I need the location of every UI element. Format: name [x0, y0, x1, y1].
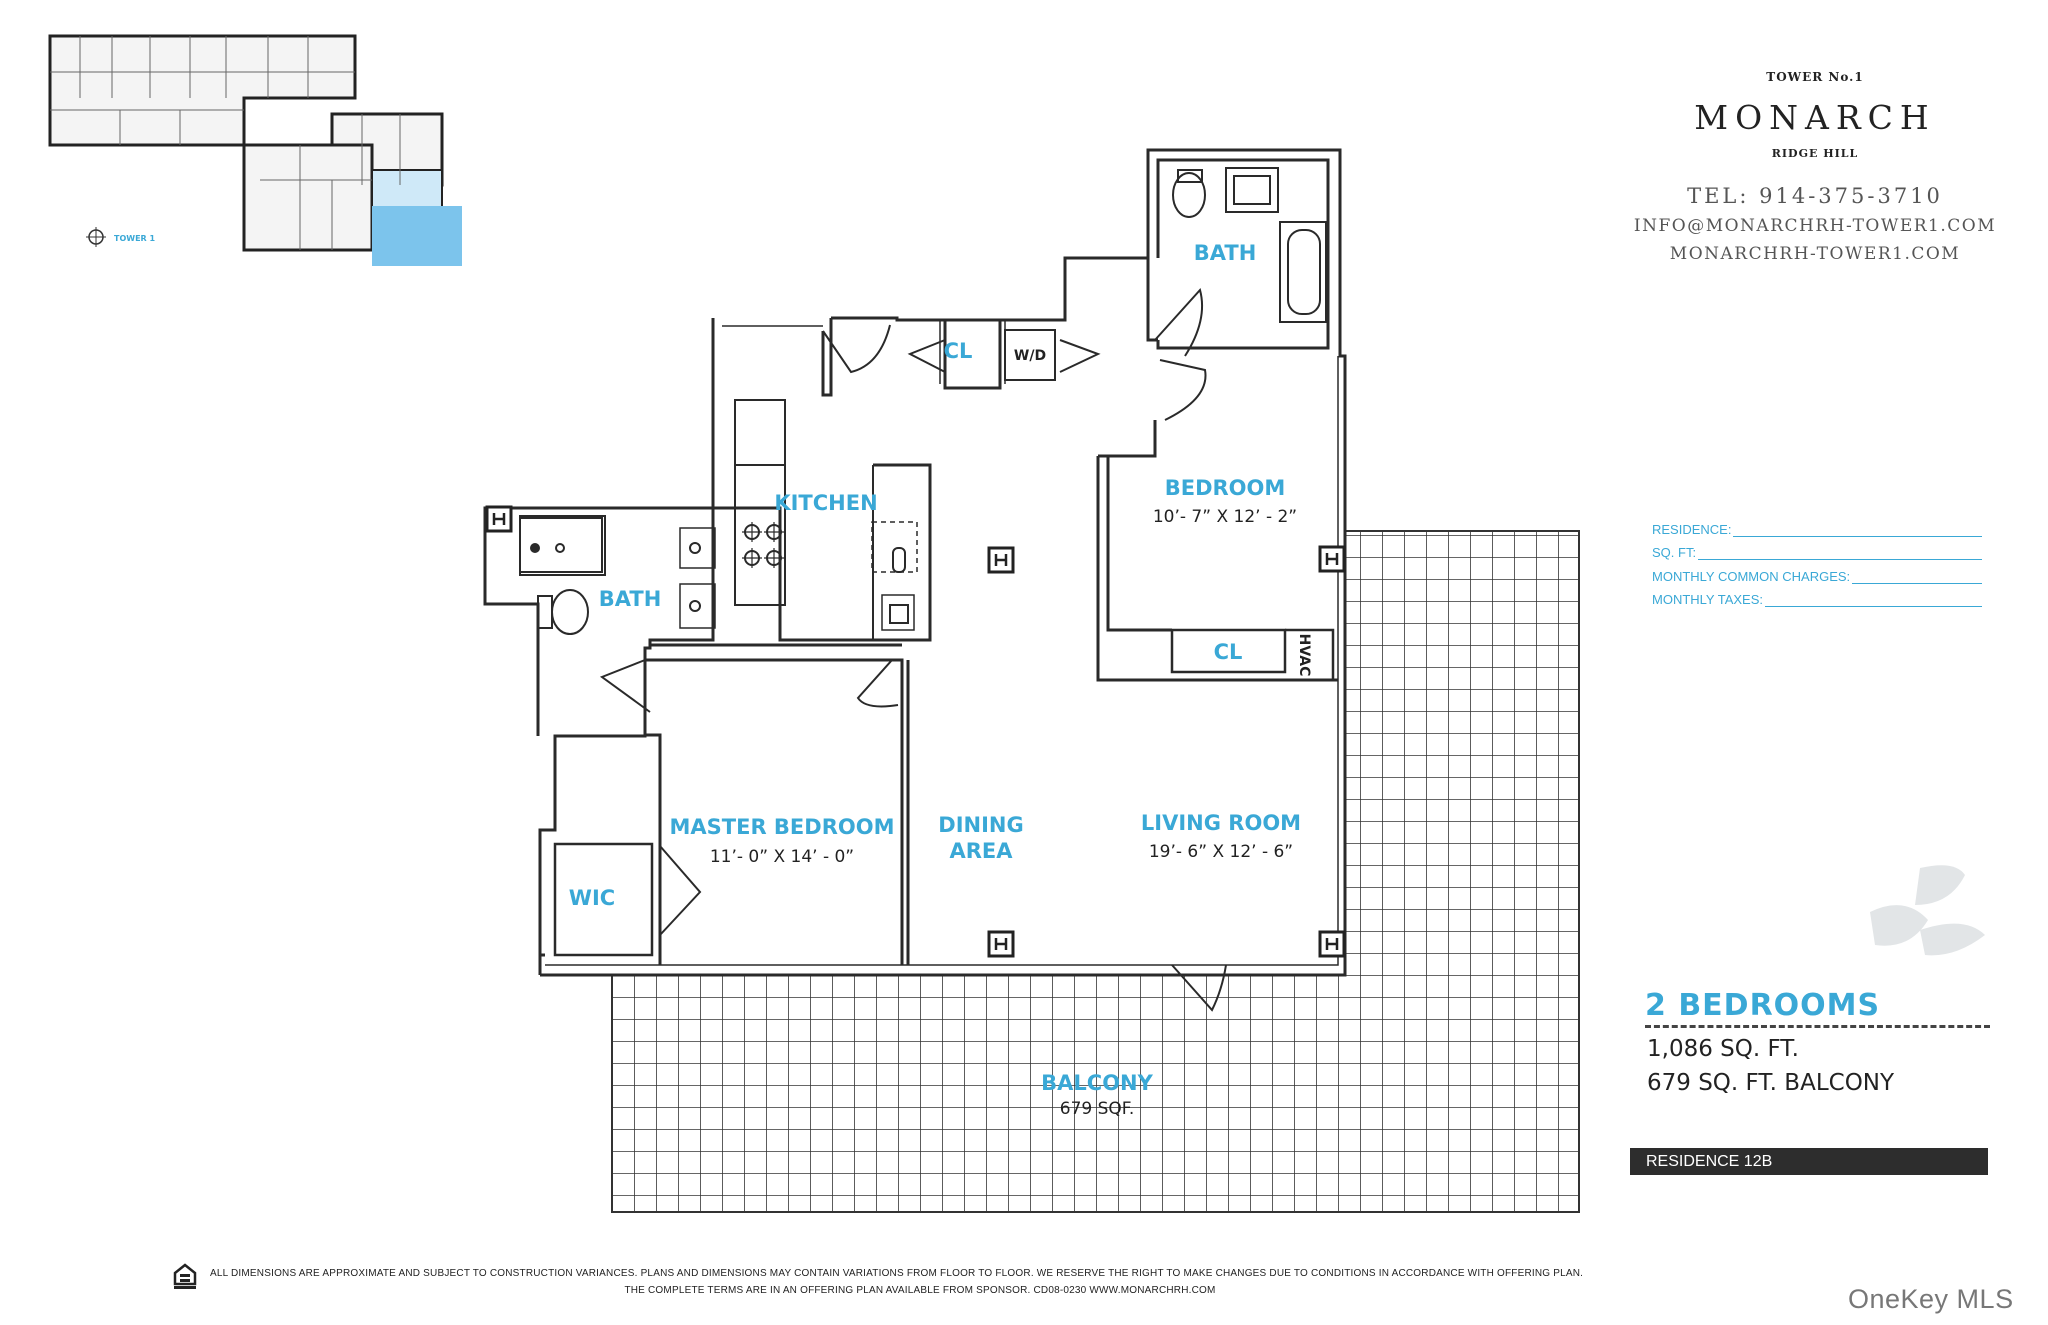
- form-line-residence: [1733, 522, 1982, 537]
- form-label-residence: RESIDENCE:: [1652, 521, 1732, 537]
- room-label-balcony: BALCONY: [1041, 1071, 1153, 1095]
- door-swings: [599, 287, 1227, 1012]
- fridge-icon: [734, 399, 786, 466]
- room-label-washer-dryer: W/D: [1014, 348, 1046, 364]
- room-dimension-master-bedroom: 11’- 0” X 14’ - 0”: [710, 847, 854, 867]
- key-plan: TOWER 1: [48, 34, 462, 266]
- brand-block: TOWER No.1 MONARCH RIDGE HILL TEL: 914-3…: [1620, 70, 2010, 264]
- form-row-taxes: MONTHLY TAXES:: [1652, 584, 1982, 607]
- key-plan-label: TOWER 1: [114, 234, 155, 243]
- form-label-common-charges: MONTHLY COMMON CHARGES:: [1652, 568, 1851, 584]
- pricing-form: RESIDENCE: SQ. FT: MONTHLY COMMON CHARGE…: [1652, 513, 1982, 607]
- form-row-residence: RESIDENCE:: [1652, 513, 1982, 537]
- brand-subtitle: RIDGE HILL: [1771, 147, 1859, 160]
- butterfly-icon: [1870, 865, 1985, 956]
- disclaimer-line-2: THE COMPLETE TERMS ARE IN AN OFFERING PL…: [624, 1285, 1216, 1296]
- brand-name: MONARCH: [1694, 98, 1936, 137]
- room-area-balcony: 679 SQF.: [1060, 1099, 1134, 1119]
- room-label-master-bedroom: MASTER BEDROOM: [670, 815, 895, 839]
- residence-badge: RESIDENCE 12B: [1630, 1148, 1988, 1175]
- equal-housing-icon: [173, 1263, 197, 1289]
- room-label-closet-bedroom: CL: [1214, 640, 1243, 664]
- brand-tower: TOWER No.1: [1766, 70, 1864, 84]
- room-dimension-living-room: 19’- 6” X 12’ - 6”: [1149, 842, 1293, 862]
- form-line-sqft: [1698, 545, 1982, 560]
- brand-website: MONARCHRH-TOWER1.COM: [1669, 244, 1961, 264]
- shower-icon: [519, 517, 603, 573]
- mls-watermark: OneKey MLS: [1848, 1284, 2014, 1314]
- room-label-wic: WIC: [569, 886, 615, 910]
- room-label-hvac: HVAC: [1296, 634, 1312, 677]
- unit-summary: 2 BEDROOMS 1,086 SQ. FT. 679 SQ. FT. BAL…: [1645, 988, 1990, 1096]
- form-label-sqft: SQ. FT:: [1652, 545, 1697, 560]
- structural-columns: [485, 505, 1346, 958]
- unit-square-feet: 1,086 SQ. FT.: [1647, 1036, 1799, 1062]
- disclaimer-line-1: ALL DIMENSIONS ARE APPROXIMATE AND SUBJE…: [210, 1268, 1584, 1279]
- brand-phone: TEL: 914-375-3710: [1687, 184, 1943, 208]
- room-label-bath-upper: BATH: [1194, 241, 1257, 265]
- room-label-closet-hall: CL: [944, 339, 973, 363]
- room-label-dining: DINING: [938, 813, 1023, 837]
- form-line-taxes: [1765, 592, 1982, 607]
- bathtub-icon: [1279, 221, 1327, 323]
- room-label-kitchen: KITCHEN: [774, 491, 877, 515]
- form-row-sqft: SQ. FT:: [1652, 537, 1982, 560]
- toilet-icon: [1172, 172, 1206, 218]
- form-row-common-charges: MONTHLY COMMON CHARGES:: [1652, 560, 1982, 584]
- bedroom-count: 2 BEDROOMS: [1645, 988, 1990, 1028]
- sink-icon: [1225, 167, 1279, 213]
- room-dimension-bedroom: 10’- 7” X 12’ - 2”: [1153, 507, 1297, 527]
- room-label-living-room: LIVING ROOM: [1141, 811, 1301, 835]
- toilet-icon-2: [551, 589, 589, 635]
- room-label-bedroom: BEDROOM: [1165, 476, 1286, 500]
- balcony-square-feet: 679 SQ. FT. BALCONY: [1647, 1070, 1895, 1096]
- room-label-dining-area: AREA: [949, 839, 1013, 863]
- walls: [483, 148, 1347, 977]
- disclaimer: ALL DIMENSIONS ARE APPROXIMATE AND SUBJE…: [210, 1268, 1630, 1296]
- form-line-common-charges: [1852, 569, 1982, 584]
- key-plan-highlight: [372, 206, 462, 266]
- fixtures: [519, 167, 1327, 635]
- form-label-taxes: MONTHLY TAXES:: [1652, 592, 1764, 607]
- brand-email: INFO@MONARCHRH-TOWER1.COM: [1633, 216, 1997, 236]
- room-label-bath-lower: BATH: [599, 587, 662, 611]
